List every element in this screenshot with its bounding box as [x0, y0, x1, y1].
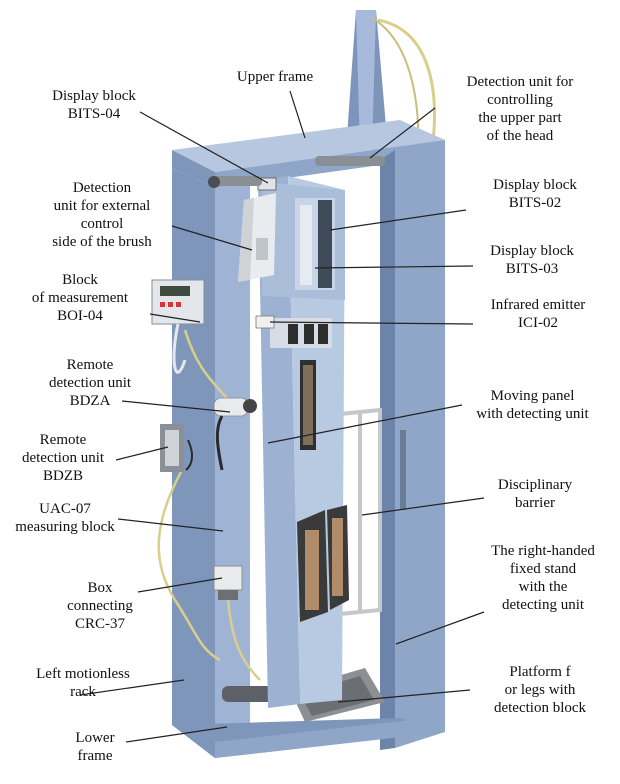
label-platform: Platform f or legs with detection block — [470, 663, 610, 717]
label-disciplinary-barrier-line-1: Disciplinary — [497, 477, 573, 493]
label-display-bits03-line-2: BITS-03 — [505, 261, 559, 277]
boi04-unit — [151, 279, 205, 374]
label-disciplinary-barrier-line-2: barrier — [515, 495, 555, 511]
label-detection-brush: Detection unit for external control side… — [32, 179, 172, 251]
label-left-rack: Left motionless rack — [18, 665, 148, 701]
label-display-bits03-line-1: Display block — [490, 243, 574, 259]
label-remote-bdza-line-2: detection unit — [48, 375, 132, 391]
label-remote-bdza-line-3: BDZA — [69, 393, 111, 409]
label-detection-brush-line-1: Detection — [72, 180, 132, 196]
label-platform-line-1: Platform f — [509, 664, 571, 680]
label-detection-upper-head-line-3: the upper part — [478, 110, 562, 126]
label-detection-brush-line-4: side of the brush — [52, 234, 152, 250]
label-remote-bdzb-line-2: detection unit — [21, 450, 105, 466]
label-detection-brush-line-3: control — [80, 216, 124, 232]
label-block-boi04-line-3: BOI-04 — [57, 308, 103, 324]
label-display-bits04-line-2: BITS-04 — [67, 106, 121, 122]
label-uac07: UAC-07 measuring block — [0, 500, 130, 536]
label-remote-bdzb-line-3: BDZB — [42, 468, 83, 484]
label-remote-bdza-line-1: Remote — [66, 357, 114, 373]
label-lower-frame-line-2: frame — [77, 748, 113, 764]
label-left-rack-line-1: Left motionless — [36, 666, 130, 682]
label-lower-frame: Lower frame — [50, 729, 140, 765]
upper-detection-bar — [208, 156, 385, 188]
label-right-stand: The right-handed fixed stand with the de… — [468, 542, 618, 614]
right-stand — [380, 150, 445, 750]
label-remote-bdzb: Remote detection unit BDZB — [0, 431, 128, 485]
label-detection-upper-head-line-4: of the head — [486, 128, 554, 144]
label-display-bits03: Display block BITS-03 — [462, 242, 602, 278]
label-upper-frame: Upper frame — [210, 68, 340, 86]
label-display-bits02-line-1: Display block — [493, 177, 577, 193]
label-remote-bdzb-line-1: Remote — [39, 432, 87, 448]
label-uac07-line-1: UAC-07 — [39, 501, 91, 517]
label-platform-line-2: or legs with — [504, 682, 576, 698]
label-detection-upper-head: Detection unit for controlling the upper… — [440, 73, 600, 145]
label-box-crc37: Box connecting CRC-37 — [52, 579, 148, 633]
lower-frame — [172, 686, 445, 758]
label-right-stand-line-3: with the — [518, 579, 568, 595]
label-display-bits02-line-2: BITS-02 — [508, 195, 562, 211]
crc37-box — [213, 565, 243, 600]
label-moving-panel: Moving panel with detecting unit — [455, 387, 610, 423]
label-moving-panel-line-1: Moving panel — [490, 388, 575, 404]
label-box-crc37-line-3: CRC-37 — [74, 616, 125, 632]
label-right-stand-line-4: detecting unit — [501, 597, 585, 613]
label-infrared-ici02: Infrared emitter ICI-02 — [468, 296, 608, 332]
label-disciplinary-barrier: Disciplinary barrier — [470, 476, 600, 512]
label-lower-frame-line-1: Lower — [75, 730, 115, 746]
label-detection-upper-head-line-2: controlling — [487, 92, 553, 108]
label-box-crc37-line-2: connecting — [67, 598, 133, 614]
label-left-rack-line-2: rack — [70, 684, 96, 700]
label-infrared-ici02-line-1: Infrared emitter — [490, 297, 586, 313]
label-detection-brush-line-2: unit for external — [53, 198, 151, 214]
label-block-boi04: Block of measurement BOI-04 — [10, 271, 150, 325]
label-infrared-ici02-line-2: ICI-02 — [518, 315, 558, 331]
label-block-boi04-line-1: Block — [62, 272, 98, 288]
label-remote-bdza: Remote detection unit BDZA — [20, 356, 160, 410]
barrier — [329, 407, 382, 617]
label-moving-panel-line-2: with detecting unit — [476, 406, 589, 422]
moving-panel — [258, 176, 349, 708]
label-display-bits02: Display block BITS-02 — [465, 176, 605, 212]
label-display-bits04-line-1: Display block — [52, 88, 136, 104]
label-upper-frame-line-1: Upper frame — [236, 69, 314, 85]
label-platform-line-3: detection block — [493, 700, 587, 716]
label-box-crc37-line-1: Box — [87, 580, 113, 596]
label-uac07-line-2: measuring block — [15, 519, 115, 535]
brush-detection-unit — [238, 193, 276, 282]
label-display-bits04: Display block BITS-04 — [34, 87, 154, 123]
bdzb-unit — [160, 424, 194, 472]
label-right-stand-line-2: fixed stand — [509, 561, 577, 577]
label-right-stand-line-1: The right-handed — [491, 543, 595, 559]
leader-lines — [79, 90, 485, 743]
label-block-boi04-line-2: of measurement — [31, 290, 129, 306]
label-detection-upper-head-line-1: Detection unit for — [466, 74, 574, 90]
